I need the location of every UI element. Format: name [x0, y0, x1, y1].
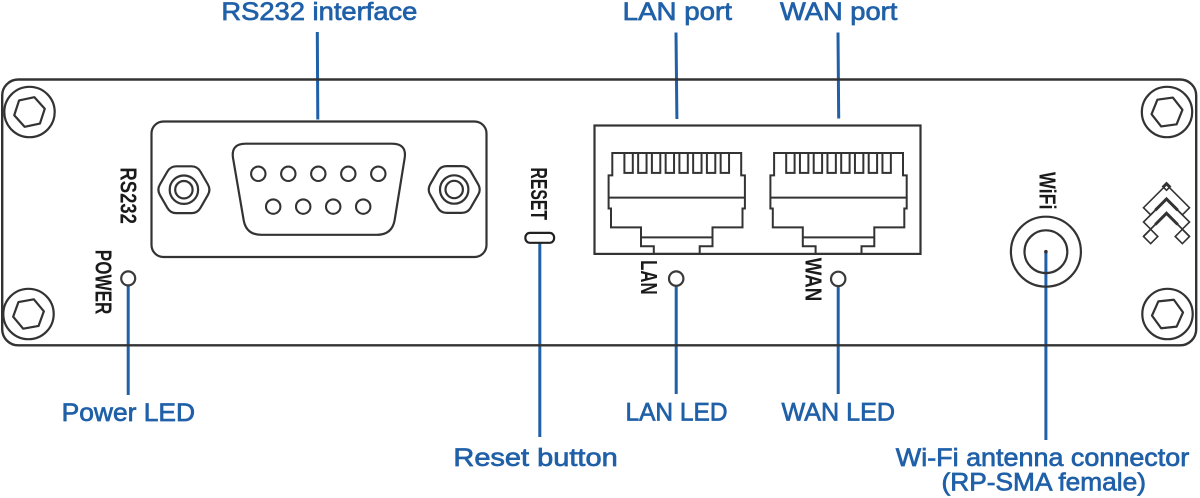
svg-text:WiFi: WiFi — [1035, 172, 1061, 210]
svg-text:RS232 interface: RS232 interface — [221, 0, 417, 26]
svg-text:LAN LED: LAN LED — [626, 399, 728, 427]
svg-text:RESET: RESET — [526, 168, 552, 221]
svg-text:(RP-SMA female): (RP-SMA female) — [942, 468, 1147, 496]
svg-text:RS232: RS232 — [116, 167, 142, 224]
svg-text:Reset button: Reset button — [453, 444, 617, 472]
svg-text:LAN port: LAN port — [623, 0, 732, 26]
svg-text:Wi-Fi antenna connector: Wi-Fi antenna connector — [896, 444, 1189, 472]
svg-text:WAN LED: WAN LED — [782, 399, 896, 427]
svg-text:POWER: POWER — [91, 250, 117, 315]
svg-text:WAN port: WAN port — [780, 0, 897, 26]
svg-text:WAN: WAN — [800, 258, 826, 302]
svg-text:LAN: LAN — [636, 260, 662, 295]
svg-text:Power LED: Power LED — [62, 399, 195, 427]
